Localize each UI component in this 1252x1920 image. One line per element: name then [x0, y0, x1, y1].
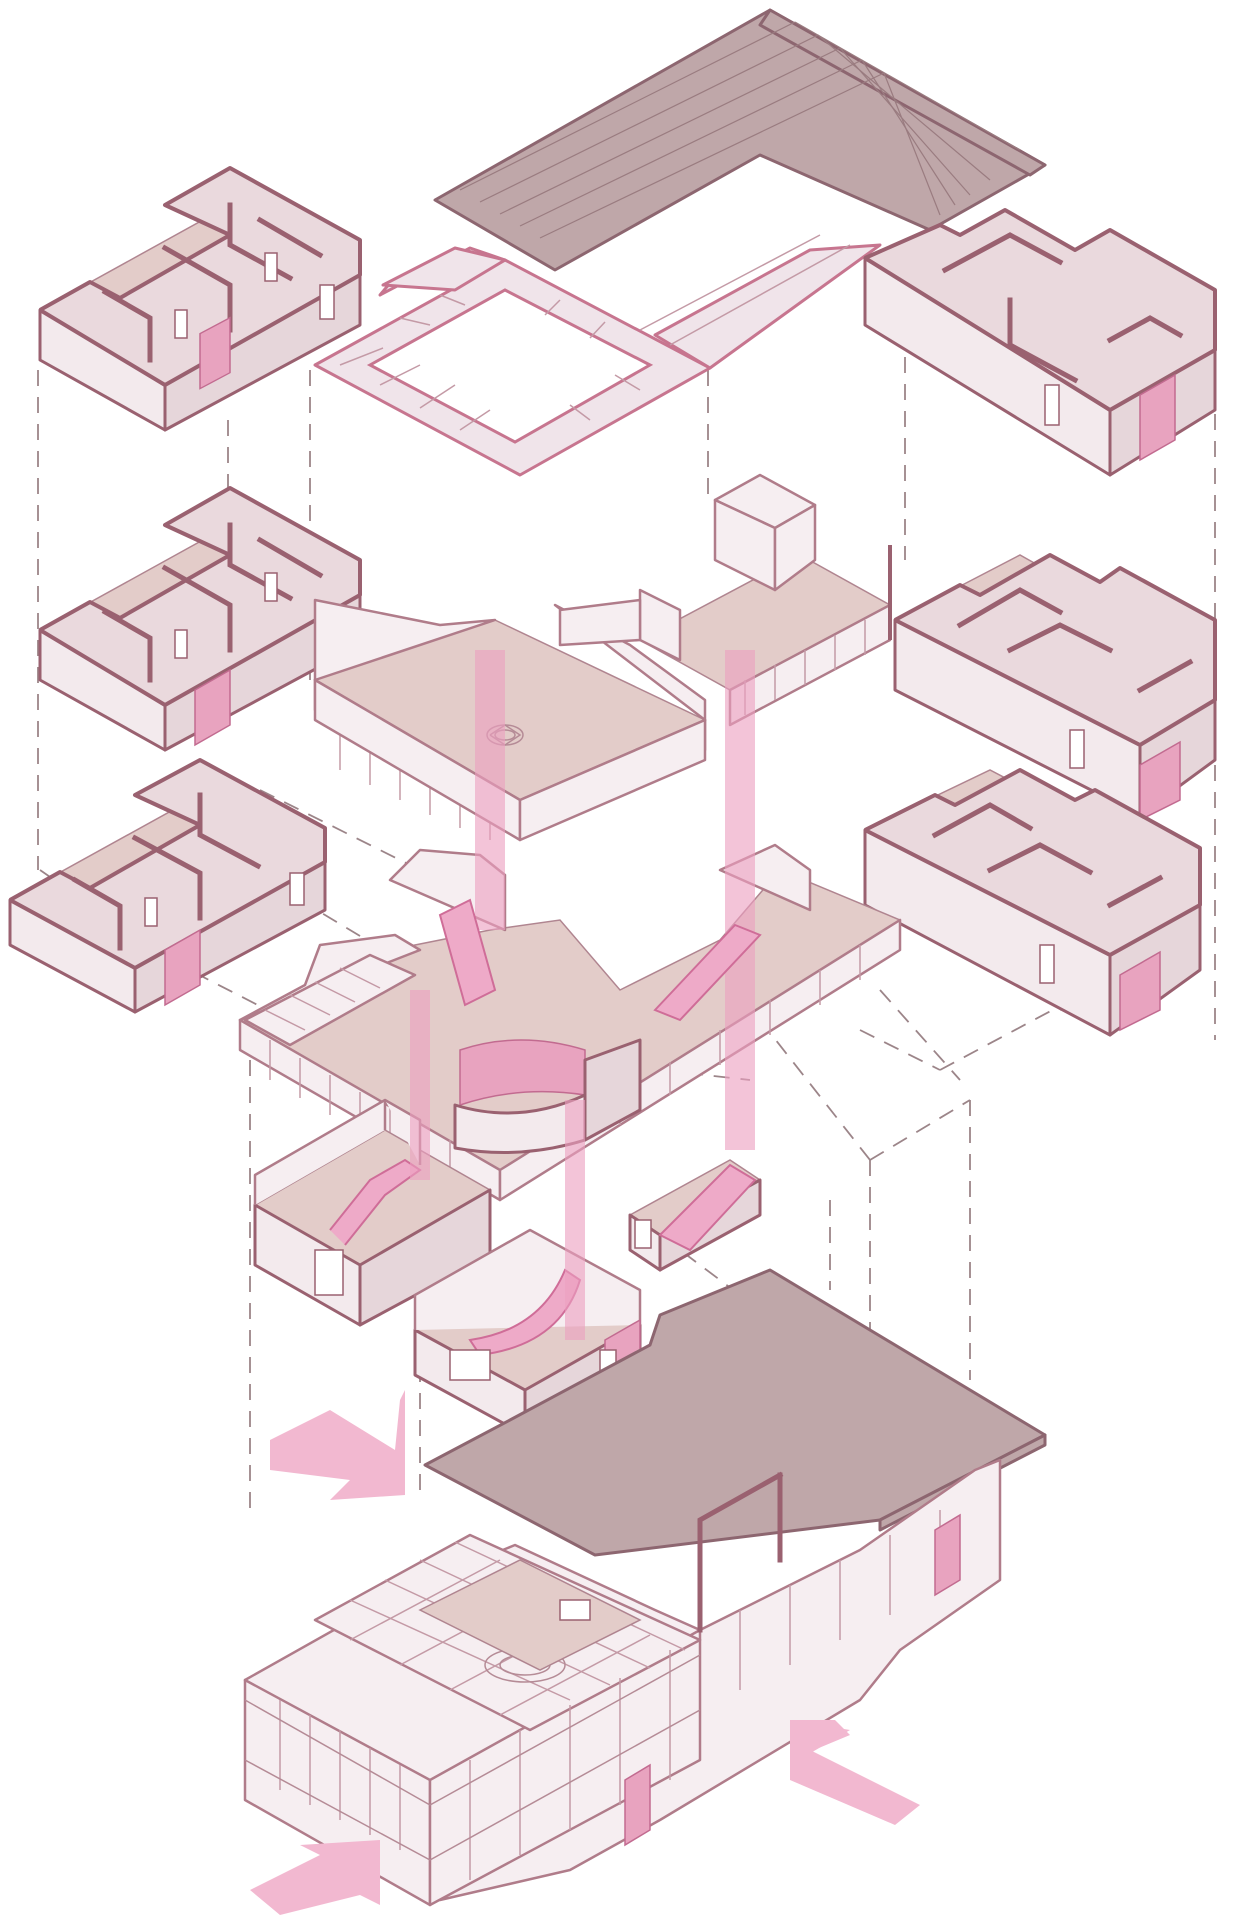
- entry-arrow-icon: [270, 1390, 405, 1500]
- bedroom-module-right-lower: [863, 768, 1202, 1037]
- bedroom-module-left-lower: [8, 758, 327, 1014]
- upper-gallery-floor: [313, 473, 892, 842]
- bedroom-module-right-middle: [893, 553, 1217, 822]
- bedroom-module-left-upper: [38, 166, 362, 432]
- bedroom-module-left-middle: [38, 486, 362, 752]
- bedroom-module-right-upper: [863, 208, 1217, 477]
- assembled-building: [243, 1268, 1047, 1907]
- entry-arrow-icon: [250, 1840, 380, 1915]
- vertical-circulation-column: [410, 650, 762, 1340]
- lower-stair-module: [253, 1098, 492, 1327]
- skylight-frame: [313, 234, 882, 477]
- entry-arrow-icon: [790, 1720, 920, 1825]
- lower-small-stair-module: [628, 1159, 762, 1272]
